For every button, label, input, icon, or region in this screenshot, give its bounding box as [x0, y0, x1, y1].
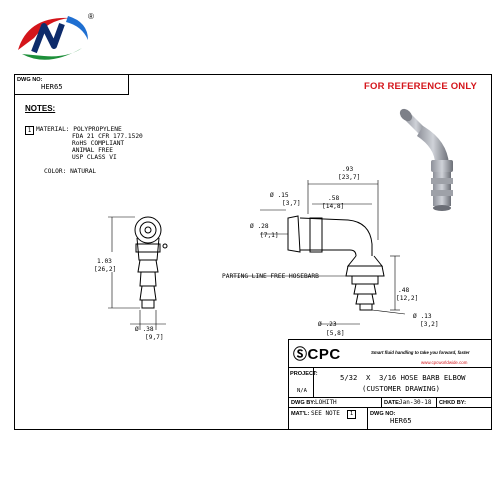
dim-dia-barb-in: Ø .28 — [250, 223, 269, 230]
side-view-drawing — [230, 180, 406, 325]
date-label: DATE: — [384, 400, 401, 406]
dim-height-mm: [26,2] — [94, 266, 117, 273]
dim-dia-base-mm: [9,7] — [145, 334, 164, 341]
reference-only-label: FOR REFERENCE ONLY — [364, 81, 478, 92]
dim-dia-barb-mm: [7,1] — [260, 232, 279, 239]
dim-dia-base-in: Ø .38 — [135, 326, 154, 333]
notes-line-1: FDA 21 CFR 177.1520 — [72, 133, 143, 140]
title-dwg-no-label: DWG NO: — [370, 411, 396, 417]
notes-line-2: RoHS COMPLIANT — [72, 140, 125, 147]
notes-line-5: COLOR: NATURAL — [44, 168, 97, 175]
dim-width-in: .93 — [342, 166, 354, 173]
dim-dia-tip-in: Ø .15 — [270, 192, 289, 199]
dim-height-in: 1.03 — [97, 258, 112, 265]
title-dwg-no-cell: DWG NO: HER65 — [367, 407, 492, 430]
notes-line-0: MATERIAL: POLYPROPYLENE — [36, 126, 122, 133]
note-number: 1 — [27, 127, 32, 134]
parting-line-label: PARTING LINE FREE HOSEBARB — [222, 273, 319, 280]
cpc-logo: ⓈCPC — [293, 344, 341, 364]
elbow-3d-render — [399, 108, 453, 211]
dim-drop-mm: [12,2] — [396, 295, 419, 302]
project-label: PROJECT: — [290, 371, 318, 377]
tagline: Smart fluid handling to take you forward… — [371, 350, 470, 355]
header-dwg-no-box: DWG NO: HER65 — [14, 74, 129, 95]
header-dwg-no-value: HER65 — [41, 82, 63, 91]
registered-mark: ® — [88, 12, 94, 21]
dwg-by-value: LOHITH — [315, 399, 337, 406]
brand-logo: ® — [8, 8, 98, 68]
dim-drop-in: .48 — [398, 287, 410, 294]
cn-swirl-logo-icon — [18, 16, 88, 60]
dim-dia-bottom-in: Ø .13 — [413, 313, 432, 320]
cpc-swoosh-icon: Ⓢ — [293, 346, 308, 362]
dim-dia-bottom-mm: [3,2] — [420, 321, 439, 328]
drawing-title-line1: 5/32 X 3/16 HOSE BARB ELBOW — [340, 373, 466, 382]
matl-note-box: 1 — [347, 410, 356, 419]
matl-cell: MAT'L: SEE NOTE 1 — [288, 407, 368, 430]
drawing-sheet — [14, 74, 492, 430]
notes-line-4: USP CLASS VI — [72, 154, 117, 161]
chkd-by-label: CHKD BY: — [439, 400, 466, 406]
website: www.cpcworldwide.com — [421, 360, 468, 365]
project-cell: PROJECT: N/A — [288, 367, 318, 398]
dwg-by-label: DWG BY: — [291, 400, 316, 406]
front-view-drawing — [108, 216, 168, 330]
project-value: N/A — [297, 388, 307, 394]
note-number-box: 1 — [25, 126, 34, 135]
dim-width-mm: [23,7] — [338, 174, 361, 181]
dim-dia-tip-mm: [3,7] — [282, 200, 301, 207]
title-cell: 5/32 X 3/16 HOSE BARB ELBOW (CUSTOMER DR… — [313, 367, 492, 398]
company-name: CPC — [307, 346, 341, 363]
dim-dia-outlet-in: Ø .23 — [318, 321, 337, 328]
date-value: Jan-30-18 — [399, 399, 432, 406]
dim-span-mm: [14,8] — [322, 203, 345, 210]
matl-note-number: 1 — [349, 411, 354, 417]
title-dwg-no-value: HER65 — [390, 416, 412, 425]
drawing-title-line2: (CUSTOMER DRAWING) — [362, 384, 440, 393]
matl-label: MAT'L: — [291, 411, 310, 417]
notes-title: NOTES: — [25, 104, 56, 113]
header-dwg-no-label: DWG NO: — [17, 77, 43, 83]
matl-value: SEE NOTE — [311, 410, 340, 417]
dim-span-in: .58 — [328, 195, 340, 202]
notes-line-3: ANIMAL FREE — [72, 147, 113, 154]
dim-dia-outlet-mm: [5,8] — [326, 330, 345, 337]
